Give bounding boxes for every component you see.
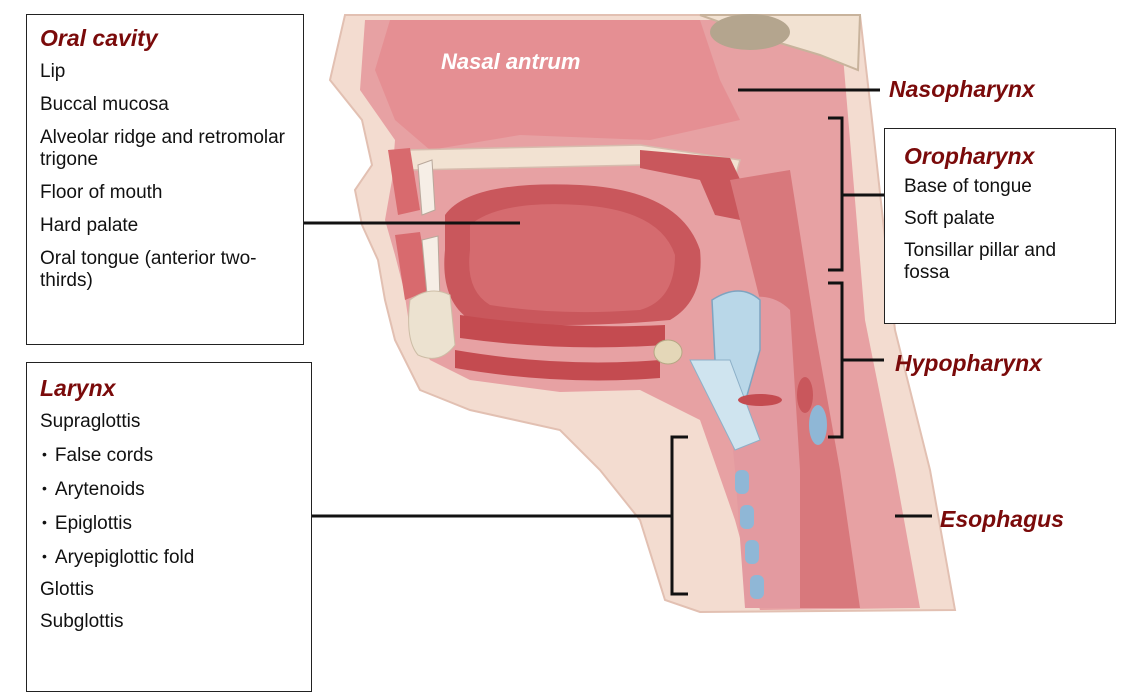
list-item: Alveolar ridge and retromolar trigone (40, 127, 290, 171)
mandible-bone (409, 291, 455, 358)
larynx-box: Larynx Supraglottis False cords Arytenoi… (26, 362, 312, 692)
oral-cavity-box: Oral cavity Lip Buccal mucosa Alveolar r… (26, 14, 304, 345)
sphenoid-sinus (710, 14, 790, 50)
list-item: Floor of mouth (40, 182, 290, 204)
tracheal-ring-4 (750, 575, 764, 599)
arytenoid (797, 377, 813, 413)
larynx-list: Supraglottis False cords Arytenoids Epig… (40, 411, 298, 633)
oropharynx-list: Base of tongue Soft palate Tonsillar pil… (904, 176, 1096, 284)
list-item: False cords (42, 443, 298, 467)
tongue-highlight (469, 204, 675, 312)
list-item: Supraglottis (40, 411, 298, 433)
hypopharynx-label: Hypopharynx (895, 350, 1042, 377)
oropharynx-title: Oropharynx (904, 143, 1096, 169)
larynx-title: Larynx (40, 375, 298, 401)
list-item: Soft palate (904, 208, 1096, 230)
vocal-fold (738, 394, 782, 406)
oropharynx-box: Oropharynx Base of tongue Soft palate To… (884, 128, 1116, 324)
esophagus-label: Esophagus (940, 506, 1064, 533)
list-item: Oral tongue (anterior two-thirds) (40, 248, 290, 292)
list-item: Lip (40, 61, 290, 83)
list-item: Epiglottis (42, 511, 298, 535)
list-item: Aryepiglottic fold (42, 545, 298, 569)
tracheal-ring-2 (740, 505, 754, 529)
oral-cavity-title: Oral cavity (40, 25, 290, 51)
oral-cavity-list: Lip Buccal mucosa Alveolar ridge and ret… (40, 61, 290, 292)
nasal-cavity (375, 20, 740, 150)
nasopharynx-label: Nasopharynx (889, 76, 1035, 103)
list-item: Buccal mucosa (40, 94, 290, 116)
cricoid (809, 405, 827, 445)
nasal-antrum-label: Nasal antrum (441, 49, 580, 75)
list-item: Tonsillar pillar and fossa (904, 240, 1096, 284)
hyoid-bone (654, 340, 682, 364)
list-item: Base of tongue (904, 176, 1096, 198)
tracheal-ring-1 (735, 470, 749, 494)
tracheal-ring-3 (745, 540, 759, 564)
list-item: Arytenoids (42, 477, 298, 501)
list-item: Hard palate (40, 215, 290, 237)
list-item: Subglottis (40, 611, 298, 633)
list-item: Glottis (40, 579, 298, 601)
